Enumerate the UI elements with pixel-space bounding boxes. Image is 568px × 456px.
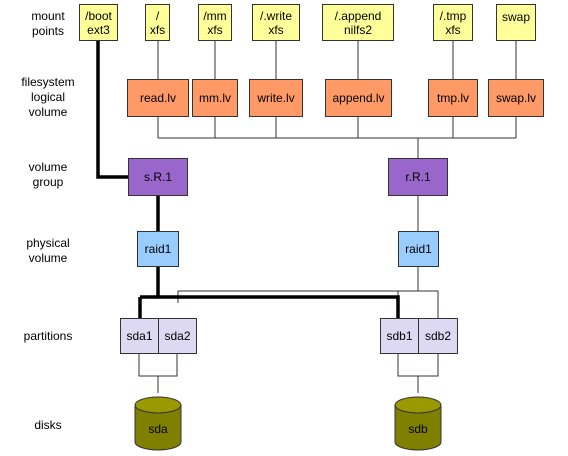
disk-sda-label: sda [148, 422, 168, 436]
mount-point-append: /.append nilfs2 [322, 4, 394, 41]
line-boot-to-sr1 [96, 41, 128, 179]
mount-point-root: / xfs [145, 4, 170, 41]
mount-point-write: /.write xfs [252, 4, 300, 41]
physical-volume-raid1-left: raid1 [137, 231, 179, 267]
logical-volume-append: append.lv [325, 79, 392, 117]
line-sda-partitions-join [138, 354, 178, 377]
mount-point-swap: swap [496, 4, 536, 41]
physical-volume-raid1-right: raid1 [398, 231, 439, 267]
row-label-disks: disks [34, 418, 62, 432]
volume-group-sr1: s.R.1 [128, 158, 188, 196]
partition-sda1: sda1 [120, 318, 159, 354]
logical-volume-write: write.lv [249, 79, 303, 117]
mount-point-boot: /boot ext3 [79, 4, 118, 41]
disk-sda: sda [134, 396, 182, 451]
row-label-filesystem-logical-volume: filesystem logical volume [21, 75, 75, 119]
line-sdb-partitions-join [397, 354, 439, 377]
line-raid1-left-to-sdb1 [156, 267, 400, 318]
row-label-partitions: partitions [23, 329, 73, 343]
row-label-volume-group: volume group [28, 160, 68, 189]
logical-volume-swap: swap.lv [488, 79, 544, 117]
partition-sda2: sda2 [158, 318, 197, 354]
mount-point-tmp: /.tmp xfs [433, 4, 473, 41]
logical-volume-mm: mm.lv [192, 79, 238, 117]
disk-sdb: sdb [394, 396, 442, 451]
partition-sdb2: sdb2 [418, 318, 458, 354]
volume-group-rr1: r.R.1 [388, 158, 448, 196]
row-label-mount-points: mount points [31, 9, 65, 38]
logical-volume-read: read.lv [127, 79, 189, 117]
row-label-physical-volume: physical volume [26, 236, 70, 265]
mount-point-mm: /mm xfs [198, 4, 232, 41]
disk-sdb-label: sdb [408, 422, 428, 436]
logical-volume-tmp: tmp.lv [428, 79, 478, 117]
partition-sdb1: sdb1 [380, 318, 419, 354]
